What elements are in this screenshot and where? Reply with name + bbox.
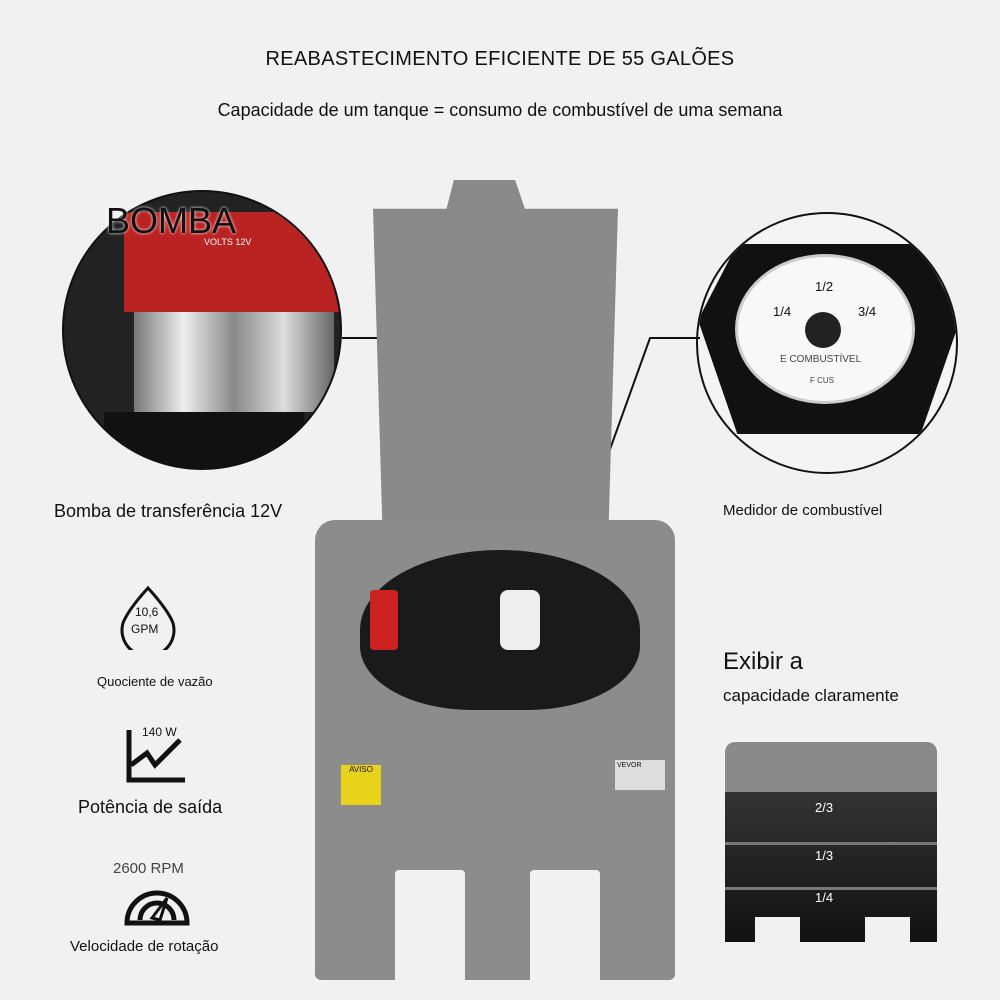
capacity-title: Exibir a bbox=[723, 648, 804, 675]
pump-overlay-text: BOMBA bbox=[106, 200, 237, 241]
rpm-label: Velocidade de rotação bbox=[70, 938, 219, 955]
gauge-caption: Medidor de combustível bbox=[723, 502, 883, 519]
gauge-mark-three-quarter: 3/4 bbox=[858, 304, 877, 319]
level-one-quarter: 1/4 bbox=[815, 890, 834, 905]
brand-label: VEVOR bbox=[615, 760, 665, 790]
pump-label-text: VOLTS 12V bbox=[204, 237, 252, 247]
fuel-tank: AVISO VEVOR bbox=[315, 180, 675, 980]
power-value: 140 W bbox=[142, 725, 177, 739]
speedometer-icon bbox=[122, 878, 192, 933]
gauge-dial-text: E COMBUSTÍVEL bbox=[780, 354, 862, 365]
flow-value: 10,6 bbox=[135, 605, 159, 619]
spec-flow-rate: 10,6 GPM bbox=[118, 585, 178, 658]
gauge-brand: F CUS bbox=[810, 376, 834, 385]
spec-power: 140 W bbox=[125, 725, 190, 785]
power-label: Potência de saída bbox=[78, 797, 223, 817]
flow-unit: GPM bbox=[131, 622, 159, 636]
rpm-value: 2600 RPM bbox=[113, 860, 184, 877]
pump-caption: Bomba de transferência 12V bbox=[54, 501, 283, 521]
page-subtitle: Capacidade de um tanque = consumo de com… bbox=[217, 100, 783, 120]
gauge-needle-hub bbox=[805, 312, 841, 348]
capacity-levels-image: 2/3 1/3 1/4 bbox=[725, 742, 937, 942]
warning-label: AVISO bbox=[341, 765, 381, 805]
flow-label: Quociente de vazão bbox=[97, 674, 213, 689]
level-two-thirds: 2/3 bbox=[815, 800, 834, 815]
gauge-closeup: 1/4 1/2 3/4 E COMBUSTÍVEL F CUS bbox=[696, 212, 958, 474]
capacity-subtitle: capacidade claramente bbox=[723, 686, 899, 705]
level-one-third: 1/3 bbox=[815, 848, 834, 863]
nozzle bbox=[370, 590, 398, 650]
gauge-mark-quarter: 1/4 bbox=[773, 304, 792, 319]
page-title: REABASTECIMENTO EFICIENTE DE 55 GALÕES bbox=[265, 48, 735, 70]
gauge-mark-half: 1/2 bbox=[815, 279, 834, 294]
pump-closeup: VOLTS 12V bbox=[62, 190, 342, 470]
filter bbox=[500, 590, 540, 650]
chart-line-icon bbox=[126, 730, 185, 783]
tank-lid bbox=[373, 180, 618, 540]
